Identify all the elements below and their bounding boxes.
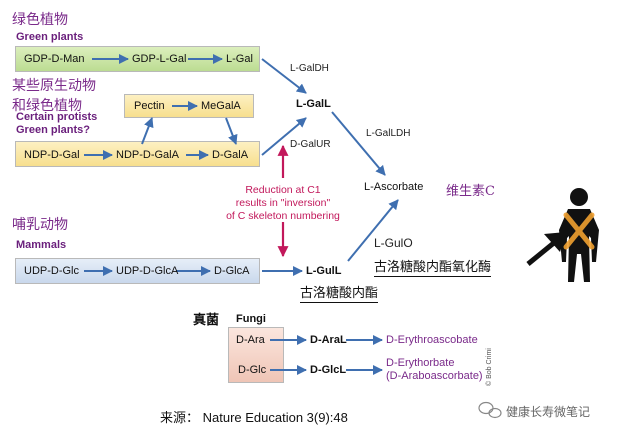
- mol-udp-dglca: UDP-D-GlcA: [116, 265, 179, 277]
- protists-box: [15, 141, 260, 167]
- green-plants-zh-label: 绿色植物: [12, 12, 68, 28]
- mol-gdp-man: GDP-D-Man: [24, 53, 85, 65]
- mol-derythorbate-line1: D-Erythorbate: [386, 357, 455, 369]
- bob-crimi-credit: © Bob Crimi: [486, 348, 493, 386]
- inversion-note-line1: Reduction at C1: [245, 184, 321, 196]
- mol-daral: D-AraL: [310, 334, 347, 346]
- mol-lgall: L-GalL: [296, 98, 331, 110]
- cross-icon: [563, 212, 595, 250]
- protists-en-label-line2: Green plants?: [16, 124, 90, 136]
- enzyme-dgalur: D-GalUR: [290, 139, 331, 150]
- protist-arrows: [84, 101, 307, 160]
- human-silhouette-icon: [559, 188, 599, 282]
- wechat-icon: [478, 401, 502, 419]
- enzyme-lgaldh: L-GalDH: [290, 63, 329, 74]
- source-citation: 来源： Nature Education 3(9):48: [160, 410, 348, 425]
- protists-zh-label-line1: 某些原生动物: [12, 78, 96, 94]
- enzyme-lgalldh: L-GalLDH: [366, 128, 411, 139]
- mol-lgull: L-GulL: [306, 265, 342, 277]
- mol-gdp-lgal: GDP-L-Gal: [132, 53, 187, 65]
- arrow-ndpdgala-pectin: [141, 117, 154, 145]
- mol-pectin: Pectin: [134, 100, 165, 112]
- arrow-lgall-ascorbate: [331, 111, 386, 176]
- protists-en-label-line1: Certain protists: [16, 111, 98, 123]
- mol-derythorbate-line2: (D-Araboascorbate): [386, 370, 483, 382]
- mammals-en-label: Mammals: [16, 239, 67, 251]
- mol-ndp-dgal: NDP-D-Gal: [24, 149, 80, 161]
- inversion-note-line3: of C skeleton numbering: [226, 210, 340, 222]
- mol-derythroascorbate: D-Erythroascobate: [386, 334, 478, 346]
- mol-lgal: L-Gal: [226, 53, 253, 65]
- inversion-note: Reduction at C1 results in "inversion" o…: [214, 184, 352, 223]
- arrow-lgal-lgall: [261, 58, 307, 94]
- green-plants-en-label: Green plants: [16, 31, 84, 43]
- mol-dglca: D-GlcA: [214, 265, 250, 277]
- fungi-arrows: [270, 335, 383, 375]
- gulo-zh-label: 古洛糖酸内酯氧化酶: [374, 256, 492, 277]
- inversion-note-line2: results in "inversion": [235, 197, 331, 209]
- mol-megala: MeGalA: [201, 100, 241, 112]
- arrow-dgala-lgall: [261, 117, 307, 156]
- mammals-zh-label: 哺乳动物: [12, 217, 68, 233]
- enzyme-lgulo: L-GulO: [374, 236, 413, 250]
- mammal-arrows: [84, 199, 399, 276]
- mol-ndp-dgala: NDP-D-GalA: [116, 149, 179, 161]
- vitamin-c-label: 维生素C: [446, 184, 495, 199]
- arrow-lgull-ascorbate: [347, 199, 399, 262]
- mol-dglcl: D-GlcL: [310, 364, 347, 376]
- fungi-box: [228, 327, 284, 383]
- protists-zh-label-line2: 和绿色植物: [12, 98, 82, 114]
- mammals-box: [15, 258, 260, 284]
- mol-dgala: D-GalA: [212, 149, 249, 161]
- mol-dglc: D-Glc: [238, 364, 267, 376]
- fungi-en-label: Fungi: [236, 313, 266, 325]
- green-plants-arrows: [92, 54, 386, 176]
- wechat-watermark: 健康长寿微笔记: [506, 405, 591, 419]
- gull-zh-label: 古洛糖酸内酯: [300, 282, 379, 303]
- mol-ascorbate: L-Ascorbate: [364, 181, 424, 193]
- mol-udp-dglc: UDP-D-Glc: [24, 265, 79, 277]
- arrow-megala-dgala: [225, 117, 238, 145]
- mol-dara: D-Ara: [236, 334, 265, 346]
- fungi-zh-label: 真菌: [193, 313, 220, 328]
